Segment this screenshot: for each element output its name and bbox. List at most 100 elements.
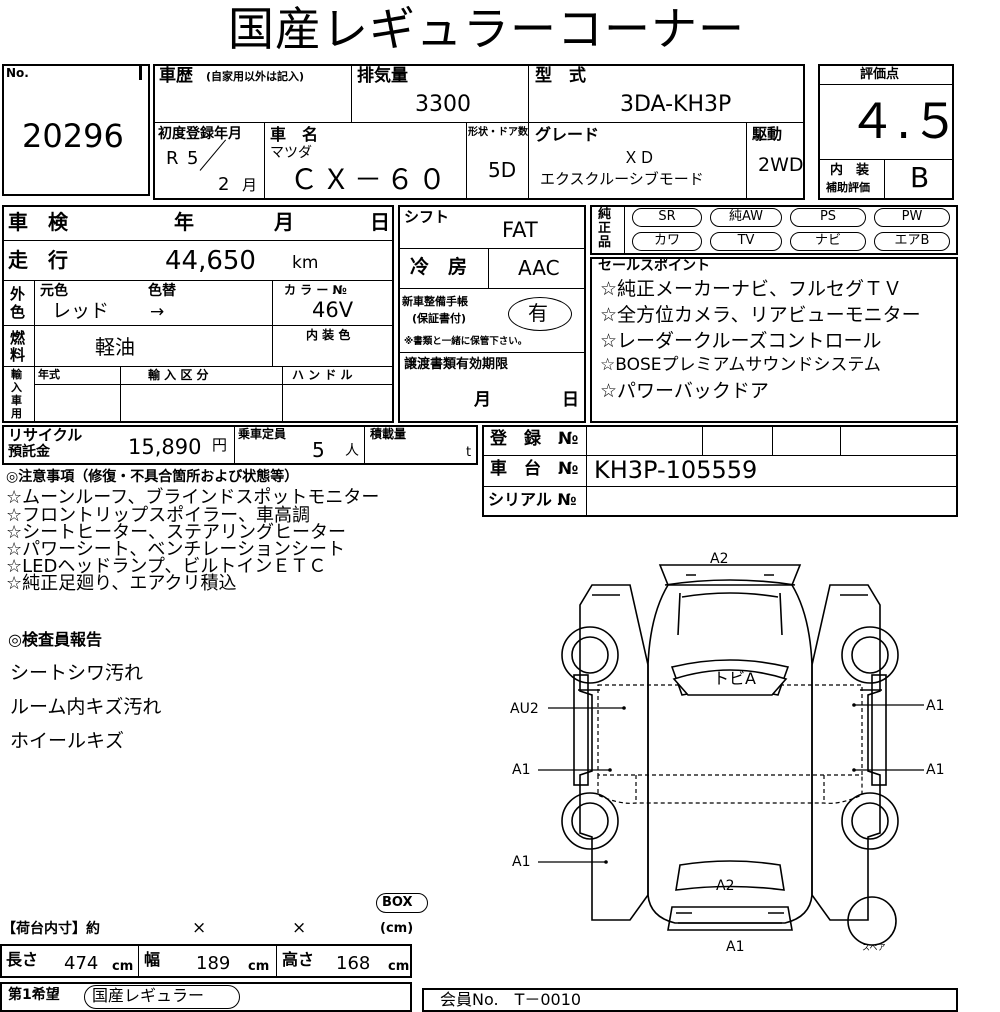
chassis-value: KH3P-105559 [594,456,758,484]
load-label: 積載量 [370,427,407,441]
divider [138,944,139,978]
inspector-item: ホイールキズ [10,730,125,752]
car-name-label: 車 名 [270,125,319,144]
displacement-value: 3300 [415,92,471,117]
divider [624,205,625,255]
sheet-number: 20296 [22,117,124,155]
inspector-item: ルーム内キズ汚れ [10,696,162,718]
color-code-label: カ ラ ー № [284,283,347,297]
cargo-x1: × [192,918,207,938]
divider [772,425,773,455]
divider [120,366,121,421]
genuine-alloy-wheel: 純AW [710,208,782,227]
height-value: 168 [336,953,371,974]
shift-label: シフト [404,208,450,226]
cargo-x2: × [292,918,307,938]
divider [398,248,586,249]
divider [884,159,885,200]
cargo-label: 【荷台内寸】約 [2,921,100,937]
color-arrow: → [150,302,165,322]
cargo-box: BOX [382,895,413,910]
divider [139,66,142,80]
first-reg-month: 2 [218,174,230,195]
inspection-label: 車 検 [8,210,68,234]
color-side-label: 外色 [10,285,26,321]
first-reg-era: R [166,148,179,169]
divider [34,280,35,421]
inspection-day: 日 [370,210,390,234]
first-reg-label: 初度登録年月 [158,126,242,142]
sales-point: ☆全方位カメラ、リアビューモニター [600,304,921,326]
note-item: ☆フロントリップスポイラー、車高調 [6,505,310,526]
interior-rating: B [910,161,930,194]
doors-label: 形状・ドア数 [468,127,528,138]
damage-roof: トビA [713,669,756,688]
divider [528,64,529,200]
interior-label-1: 内 装 [830,163,870,178]
color-change-label: 色替 [148,283,176,299]
divider [2,325,394,326]
color-code-value: 46V [312,298,354,322]
height-unit: cm [388,959,410,974]
genuine-airbag: エアB [874,232,950,251]
rating-label: 評価点 [860,67,900,82]
genuine-sr: SR [632,208,702,227]
equipment-grid [398,205,586,423]
rating-box [818,64,954,200]
ac-value: AAC [518,256,560,280]
genuine-navi: ナビ [790,232,866,251]
damage-rear-bottom: A1 [726,939,745,955]
warranty-label-2: (保証書付) [412,312,467,325]
capacity-value: 5 [312,438,325,462]
rating-value: ４.５ [848,94,960,150]
genuine-label: 純正品 [598,207,612,250]
vehicle-info-grid [153,64,805,200]
note-item: ☆パワーシート、ベンチレーションシート [6,539,346,560]
doors-value: 5D [488,158,517,182]
damage-front: A2 [710,551,729,567]
car-maker: マツダ [270,145,312,161]
import-class-label: 輸 入 区 分 [148,368,209,382]
interior-label-2: 補助評価 [826,181,870,194]
history-sub: (自家用以外は記入) [206,70,305,83]
note-item: ☆ムーンルーフ、ブラインドスポットモニター [6,487,380,508]
inspector-label: ◎検査員報告 [8,630,102,649]
divider [702,425,703,455]
damage-left-bottom: A1 [512,854,531,870]
sales-point: ☆レーダークルーズコントロール [600,330,882,352]
capacity-label: 乗車定員 [238,427,287,441]
sales-points-label: セールスポイント [598,258,710,274]
sheet-number-label: No. [6,66,29,80]
divider [2,240,394,241]
fuel-label: 燃料 [10,329,26,364]
import-label: 輸入車用 [11,368,22,420]
divider [234,425,235,465]
cargo-cm: (cm) [380,921,414,936]
inspector-item: シートシワ汚れ [10,662,144,684]
recycle-label-1: リサイクル [8,426,83,444]
divider [398,352,586,353]
divider [264,122,265,200]
damage-rear: A2 [716,878,735,894]
load-unit: t [466,445,472,460]
width-label: 幅 [144,950,161,969]
spare-label: スペア [862,943,886,952]
damage-left-top: AU2 [510,701,539,717]
divider [34,384,392,385]
mileage-value: 44,650 [165,246,256,276]
notes-label: ◎注意事項（修復・不具合箇所および状態等） [6,469,299,485]
transfer-month: 月 [474,390,491,410]
first-reg-year: 5 [187,148,199,169]
grade-line2: エクスクルーシブモード [540,170,704,188]
shift-value: FAT [502,218,538,242]
car-damage-diagram [538,564,924,946]
wish-label: 第1希望 [8,987,60,1003]
first-reg-month-unit: 月 [242,176,258,194]
sheet-number-box [2,64,150,196]
grade-label: グレード [535,125,600,144]
divider [364,425,365,465]
divider [586,425,587,517]
divider [2,280,394,281]
divider [488,248,489,288]
length-value: 474 [64,953,99,974]
